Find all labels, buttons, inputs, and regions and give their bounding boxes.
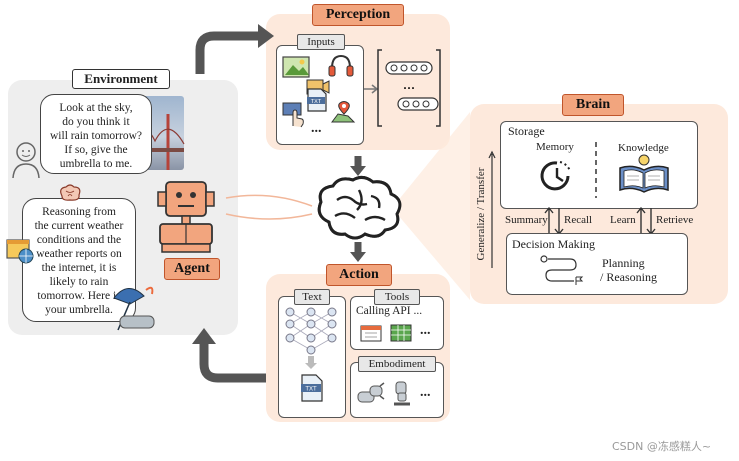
reasoning-label: / Reasoning (600, 270, 657, 284)
recall-label: Recall (564, 214, 593, 226)
robot-arm-icon (357, 382, 385, 403)
action-to-env-arrow (199, 340, 266, 383)
web-icon (6, 239, 34, 264)
umbrella-icon (113, 286, 155, 331)
embedding-tokens: ··· (377, 49, 441, 127)
brain-to-action-arrowhead (350, 252, 366, 262)
summary-label: Summary (505, 214, 548, 226)
touch-icon (282, 102, 304, 128)
inputs-more: ... (311, 121, 322, 136)
location-icon (331, 101, 356, 123)
clock-icon (540, 161, 571, 191)
answer-line: your umbrella. (45, 304, 113, 316)
brain-icon (60, 184, 81, 201)
retrieve-label: Retrieve (656, 214, 694, 226)
spreadsheet-icon (390, 324, 412, 342)
calendar-icon (360, 325, 382, 342)
memory-arrows (544, 206, 656, 236)
perception-to-brain-arrowhead (350, 166, 366, 176)
question-line: If so, give the (64, 144, 128, 156)
storage-label: Storage (508, 124, 545, 138)
knowledge-label: Knowledge (618, 142, 669, 154)
answer-line: the current weather (34, 220, 124, 232)
tools-more: ... (420, 323, 431, 338)
question-bubble: Look at the sky, do you think it will ra… (40, 94, 152, 174)
agent-label: Agent (164, 258, 220, 280)
inputs-label: Inputs (297, 34, 345, 50)
answer-line: the internet, it is (41, 262, 117, 274)
embodiment-label: Embodiment (358, 356, 436, 372)
brain-title: Brain (562, 94, 624, 116)
question-line: do you think it (62, 116, 130, 128)
question-line: Look at the sky, (59, 102, 133, 114)
person-icon (12, 142, 40, 179)
audio-icon (328, 54, 354, 77)
agent-to-brain-link (225, 194, 313, 207)
workflow-icon (540, 255, 584, 285)
txt-icon-label: TXT (305, 387, 317, 393)
book-icon (619, 154, 669, 193)
env-to-perception-arrowhead (258, 24, 274, 48)
question-line: umbrella to me. (59, 158, 133, 170)
image-icon (282, 56, 310, 78)
svg-text:TXT: TXT (311, 99, 322, 105)
agent-to-brain-link (225, 213, 313, 220)
memory-label: Memory (536, 141, 574, 153)
calling-api-label: Calling API ... (356, 305, 423, 317)
answer-bubble: Reasoning from the current weather condi… (22, 198, 136, 322)
decision-card (506, 233, 688, 295)
answer-line: Reasoning from (42, 206, 116, 218)
decision-making-label: Decision Making (512, 237, 595, 251)
text-label: Text (294, 289, 330, 305)
answer-line: likely to rain (49, 276, 109, 288)
text-icon: TXT (307, 88, 327, 112)
answer-line: tomorrow. Here is (37, 290, 121, 302)
storage-card (500, 121, 698, 209)
action-to-env-arrowhead (192, 328, 216, 344)
perception-title: Perception (312, 4, 404, 26)
storage-divider (595, 142, 597, 198)
question-line: will rain tomorrow? (50, 130, 142, 142)
embodiment-more: ... (420, 385, 431, 400)
robot-icon (157, 181, 215, 253)
text-icon: TXT (301, 374, 323, 402)
tools-label: Tools (374, 289, 420, 305)
robot-leg-icon (394, 381, 410, 406)
network-icon (285, 307, 337, 355)
planning-label: Planning (602, 256, 645, 270)
brain-zoom-wedge (392, 112, 470, 300)
watermark: CSDN @冻感糕人~ (612, 440, 712, 453)
environment-title: Environment (72, 69, 170, 89)
answer-line: conditions and the (36, 234, 122, 246)
arrow-right-icon (364, 84, 379, 94)
answer-line: weather reports on (36, 248, 122, 260)
env-to-perception-arrow (195, 31, 262, 74)
generalize-arrow (488, 150, 496, 268)
svg-text:···: ··· (403, 81, 415, 95)
arrow-down-icon (305, 356, 317, 369)
learn-label: Learn (610, 214, 636, 226)
action-title: Action (326, 264, 392, 286)
brain-icon (317, 175, 402, 240)
